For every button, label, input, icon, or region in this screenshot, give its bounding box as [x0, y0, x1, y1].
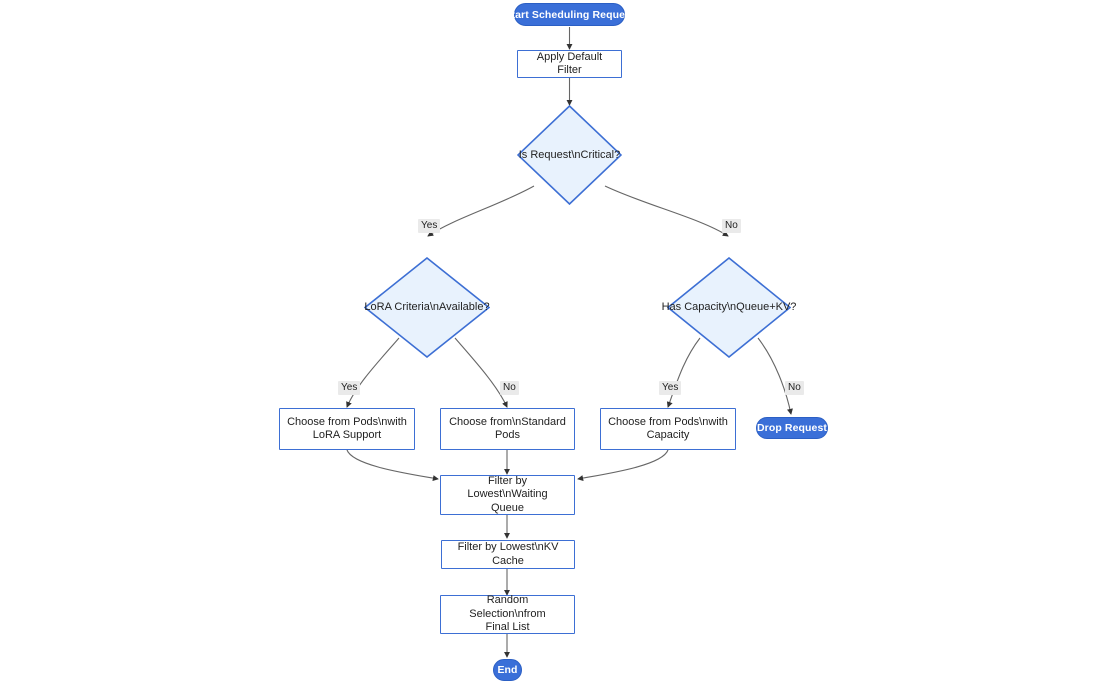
edge-capacity-pods-to-filter-queue	[577, 449, 669, 482]
node-drop-request-label: Drop Request	[756, 422, 828, 434]
node-filter-lowest-kv-cache[interactable]: Filter by Lowest\nKV Cache	[441, 540, 575, 569]
edge-label-text: Yes	[662, 382, 679, 393]
node-filter-lowest-waiting-queue[interactable]: Filter by Lowest\nWaiting Queue	[440, 475, 575, 515]
node-apply-default-filter[interactable]: Apply Default Filter	[517, 50, 622, 78]
edge-label-lora-yes: Yes	[338, 381, 361, 395]
edge-label-capacity-no: No	[785, 381, 804, 395]
edge-label-capacity-yes: Yes	[659, 381, 682, 395]
node-choose-standard-pods[interactable]: Choose from\nStandard Pods	[440, 408, 575, 450]
edge-label-text: Yes	[421, 220, 438, 231]
node-apply-default-filter-label: Apply Default Filter	[536, 50, 603, 77]
node-random-selection-final-list[interactable]: Random Selection\nfrom Final List	[440, 594, 575, 634]
node-random-selection-final-list-label: Random Selection\nfrom Final List	[469, 594, 546, 634]
node-choose-pods-capacity[interactable]: Choose from Pods\nwith Capacity	[600, 408, 736, 450]
edge-label-text: No	[725, 220, 738, 231]
edge-label-text: Yes	[341, 382, 358, 393]
node-choose-pods-capacity-label: Choose from Pods\nwith Capacity	[608, 415, 728, 442]
diamond-shape	[517, 105, 622, 205]
node-end[interactable]: End	[493, 659, 522, 681]
node-is-request-critical[interactable]: Is Request\nCritical?	[517, 105, 622, 205]
node-drop-request[interactable]: Drop Request	[756, 417, 828, 439]
edge-label-text: No	[503, 382, 516, 393]
edge-critical-to-capacity	[604, 185, 729, 237]
node-filter-lowest-waiting-queue-label: Filter by Lowest\nWaiting Queue	[467, 474, 548, 514]
node-end-label: End	[497, 664, 518, 676]
diamond-shape	[364, 257, 490, 358]
diamond-shape	[667, 257, 791, 358]
node-start[interactable]: Start Scheduling Request	[504, 3, 634, 26]
edge-lora-pods-to-filter-queue	[346, 449, 439, 482]
node-lora-criteria-available[interactable]: LoRA Criteria\nAvailable?	[364, 257, 490, 358]
node-choose-standard-pods-label: Choose from\nStandard Pods	[449, 415, 566, 442]
node-choose-pods-lora-support[interactable]: Choose from Pods\nwith LoRA Support	[279, 408, 415, 450]
node-filter-lowest-kv-cache-label: Filter by Lowest\nKV Cache	[457, 541, 559, 567]
node-lora-criteria-available-label: LoRA Criteria\nAvailable?	[364, 301, 490, 313]
node-has-capacity-queue-kv[interactable]: Has Capacity\nQueue+KV?	[662, 257, 796, 358]
node-start-label: Start Scheduling Request	[504, 8, 635, 21]
node-is-request-critical-label: Is Request\nCritical?	[518, 148, 621, 161]
node-choose-pods-lora-support-label: Choose from Pods\nwith LoRA Support	[287, 415, 407, 442]
edge-label-critical-no: No	[722, 219, 741, 233]
edge-label-lora-no: No	[500, 381, 519, 395]
node-has-capacity-queue-kv-label: Has Capacity\nQueue+KV?	[661, 301, 797, 313]
edge-label-critical-yes: Yes	[418, 219, 441, 233]
edge-label-text: No	[788, 382, 801, 393]
